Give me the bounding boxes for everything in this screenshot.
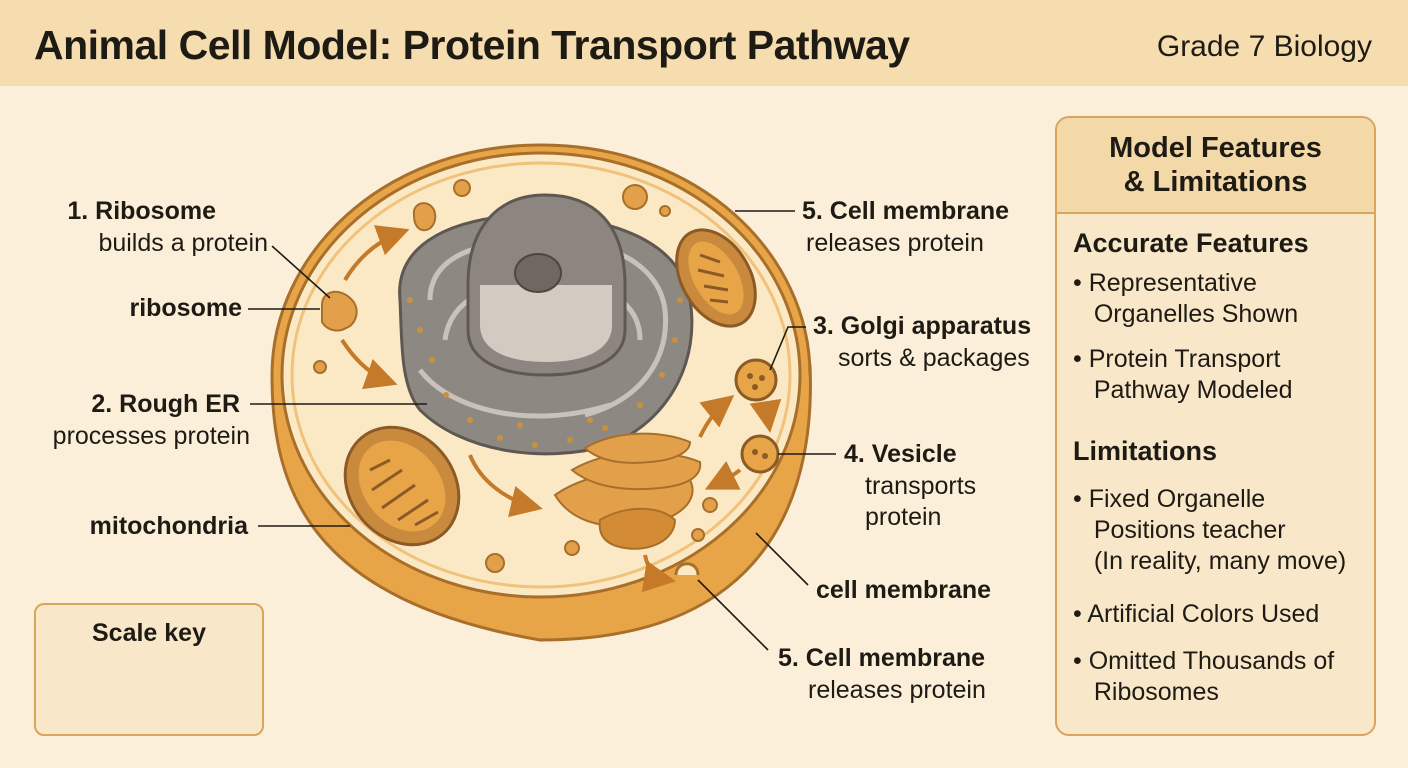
accurate-item: • Protein Transport Pathway Modeled xyxy=(1073,345,1293,404)
label-rough-er: 2. Rough ER xyxy=(91,390,240,418)
label-membrane-bottom-desc: releases protein xyxy=(808,676,986,704)
vesicle-upper-shape xyxy=(734,358,778,402)
scale-key-box: Scale key xyxy=(34,603,264,736)
label-ribosome-step: 1. Ribosome xyxy=(67,197,216,225)
label-cell-membrane: cell membrane xyxy=(816,576,992,604)
panel-header: Model Features & Limitations xyxy=(1057,118,1374,214)
ribosome-shape xyxy=(321,290,358,332)
golgi-shape xyxy=(553,432,705,556)
header-bar: Animal Cell Model: Protein Transport Pat… xyxy=(0,0,1408,86)
label-vesicle-desc-2: protein xyxy=(865,503,942,531)
label-membrane-top-desc: releases protein xyxy=(806,229,984,257)
label-ribosome-desc: builds a protein xyxy=(98,229,268,257)
grade-label: Grade 7 Biology xyxy=(1156,30,1372,63)
label-golgi-desc: sorts & packages xyxy=(838,344,1030,372)
vesicle-lower-shape xyxy=(740,434,780,474)
label-vesicle-desc-1: transports xyxy=(865,472,977,500)
limitation-item: • Fixed Organelle Positions teacher (In … xyxy=(1073,485,1347,575)
accurate-item: • Representative Organelles Shown xyxy=(1073,269,1299,328)
page-title: Animal Cell Model: Protein Transport Pat… xyxy=(34,22,910,68)
limitation-item: • Artificial Colors Used xyxy=(1073,600,1320,628)
mitochondria-top-shape xyxy=(675,228,757,328)
features-panel: Model Features & Limitations Accurate Fe… xyxy=(1055,116,1376,736)
nucleus-shape xyxy=(466,193,627,377)
scale-key-title: Scale key xyxy=(92,619,206,647)
cell-diagram xyxy=(62,143,836,720)
label-mitochondria: mitochondria xyxy=(89,512,248,540)
accurate-heading: Accurate Features xyxy=(1073,228,1309,258)
label-vesicle: 4. Vesicle xyxy=(844,440,957,468)
label-golgi: 3. Golgi apparatus xyxy=(813,312,1032,340)
mitochondria-bottom-shape xyxy=(343,425,461,547)
limitations-heading: Limitations xyxy=(1073,436,1218,466)
ribosome-small-shape xyxy=(412,202,437,232)
label-membrane-bottom: 5. Cell membrane xyxy=(778,644,986,672)
panel-title-line2: & Limitations xyxy=(1123,166,1308,198)
label-rough-er-desc: processes protein xyxy=(52,422,250,450)
limitation-item: • Omitted Thousands of Ribosomes xyxy=(1073,647,1335,706)
label-ribosome: ribosome xyxy=(129,294,242,322)
panel-title-line1: Model Features xyxy=(1109,132,1322,164)
label-membrane-top: 5. Cell membrane xyxy=(802,197,1010,225)
